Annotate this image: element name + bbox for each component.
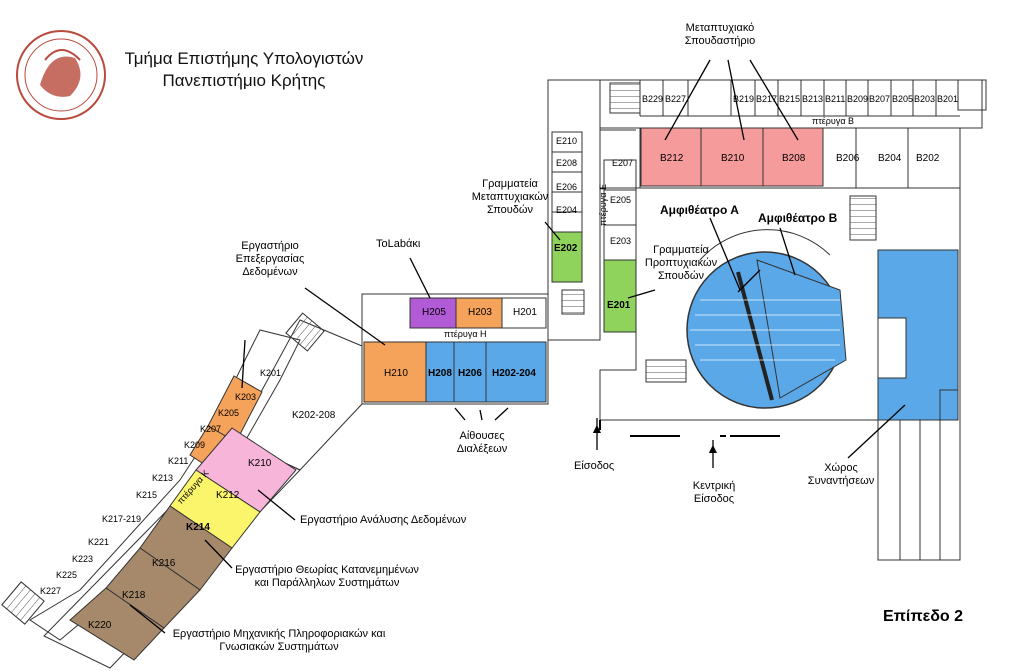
room-b212: B212 <box>660 153 684 164</box>
wing-k <box>1 312 363 669</box>
room-h208: H208 <box>428 368 452 379</box>
room-b206: B206 <box>836 153 860 164</box>
room-b217: B217 <box>756 94 778 104</box>
room-k205: K205 <box>218 408 240 418</box>
annotation-analysis: Εργαστήριο Ανάλυσης Δεδομένων <box>300 514 467 526</box>
annotation-xoros: Χώρος Συναντήσεων <box>807 462 875 487</box>
room-b207: B207 <box>869 94 891 104</box>
room-k202-208: K202-208 <box>292 410 336 421</box>
room-b210: B210 <box>721 153 745 164</box>
leader-lines <box>129 59 906 634</box>
wing-b-rooms <box>640 127 909 188</box>
wing-e <box>551 131 637 333</box>
room-k220: K220 <box>88 620 112 631</box>
room-e205: E205 <box>610 195 632 205</box>
annotation-kentriki: Κεντρική Είσοδος <box>692 480 736 505</box>
room-k211: K211 <box>168 456 189 466</box>
room-k221: K221 <box>88 537 110 547</box>
room-b227: B227 <box>665 94 687 104</box>
annotation-grammateia-meta: Γραμματεία Μεταπτυχιακών Σπουδών <box>471 178 549 216</box>
room-k212: K212 <box>216 490 240 501</box>
title-line-2: Πανεπιστήμιο Κρήτης <box>162 71 326 90</box>
room-b211: B211 <box>825 94 846 104</box>
room-k213: K213 <box>152 473 174 483</box>
wing-label-e: πτέρυγα Ε <box>598 183 609 227</box>
room-k209: K209 <box>184 440 206 450</box>
room-e210: E210 <box>556 136 578 146</box>
room-k217-219: K217-219 <box>102 514 142 524</box>
room-b204: B204 <box>878 153 902 164</box>
room-k207: K207 <box>200 424 222 434</box>
department-title: Τμήμα Επιστήμης Υπολογιστών Πανεπιστήμιο… <box>104 48 384 92</box>
room-b205: B205 <box>892 94 914 104</box>
room-h205: H205 <box>422 307 446 318</box>
arrow-eisodos-icon: ▲ <box>590 420 604 436</box>
annotation-grammateia-pro: Γραμματεία Προπτυχιακών Σπουδών <box>644 244 718 282</box>
annotation-amfitheatro-a: Αμφιθέατρο Α <box>660 203 739 217</box>
annotation-amfitheatro-b: Αμφιθέατρο Β <box>758 211 838 225</box>
room-h210: H210 <box>384 368 408 379</box>
annotation-eisodos: Είσοδος <box>574 460 615 472</box>
wing-b-top-dividers <box>662 80 937 116</box>
room-k210: K210 <box>248 458 272 469</box>
room-e203: E203 <box>610 236 632 246</box>
room-b202: B202 <box>916 153 940 164</box>
annotation-ergastirio-epex: Εργαστήριο Επεξεργασίας Δεδομένων <box>235 240 305 278</box>
room-k223: K223 <box>72 554 94 564</box>
room-e206: E206 <box>556 182 578 192</box>
amphitheatres <box>645 229 847 409</box>
wing-label-b: πτέρυγα Β <box>812 116 855 126</box>
annotation-tolabaki: ToLabάκι <box>376 238 421 250</box>
room-k203: K203 <box>235 392 257 402</box>
level-label: Επίπεδο 2 <box>883 608 964 625</box>
wing-h <box>361 293 549 405</box>
room-k216: K216 <box>152 558 176 569</box>
room-h202-204: H202-204 <box>492 368 536 379</box>
room-k215: K215 <box>136 490 158 500</box>
room-k201: K201 <box>260 368 282 378</box>
wing-label-h: πτέρυγα Η <box>444 329 487 339</box>
entrances <box>599 420 780 437</box>
room-e204: E204 <box>556 205 578 215</box>
room-h206: H206 <box>458 368 482 379</box>
central-outline <box>599 129 961 561</box>
room-b229: B229 <box>642 94 664 104</box>
room-b213: B213 <box>802 94 824 104</box>
annotation-metaptyxiako: Μεταπτυχιακό Σπουδαστήριο <box>684 22 756 47</box>
room-b219: B219 <box>733 94 755 104</box>
room-h203: H203 <box>468 307 492 318</box>
annotation-theorias: Εργαστήριο Θεωρίας Κατανεμημένων και Παρ… <box>235 564 419 589</box>
annotation-aithouses: Αίθουσες Διαλέξεων <box>456 430 508 455</box>
room-e208: E208 <box>556 158 578 168</box>
room-b209: B209 <box>847 94 869 104</box>
annotation-mixanikis: Εργαστήριο Μηχανικής Πληροφοριακών και Γ… <box>172 628 386 653</box>
university-logo <box>16 30 106 120</box>
room-k227: K227 <box>40 586 62 596</box>
room-b203: B203 <box>914 94 936 104</box>
room-e207: E207 <box>612 158 634 168</box>
room-b215: B215 <box>779 94 801 104</box>
arrow-kentriki-icon: ▲ <box>706 440 720 456</box>
room-h201: H201 <box>513 307 537 318</box>
room-e201: E201 <box>607 300 631 311</box>
room-b208: B208 <box>782 153 806 164</box>
room-k214: K214 <box>186 522 210 533</box>
room-k218: K218 <box>122 590 146 601</box>
room-e202: E202 <box>554 243 578 254</box>
room-k225: K225 <box>56 570 78 580</box>
title-line-1: Τμήμα Επιστήμης Υπολογιστών <box>124 49 364 68</box>
room-b201: B201 <box>937 94 959 104</box>
